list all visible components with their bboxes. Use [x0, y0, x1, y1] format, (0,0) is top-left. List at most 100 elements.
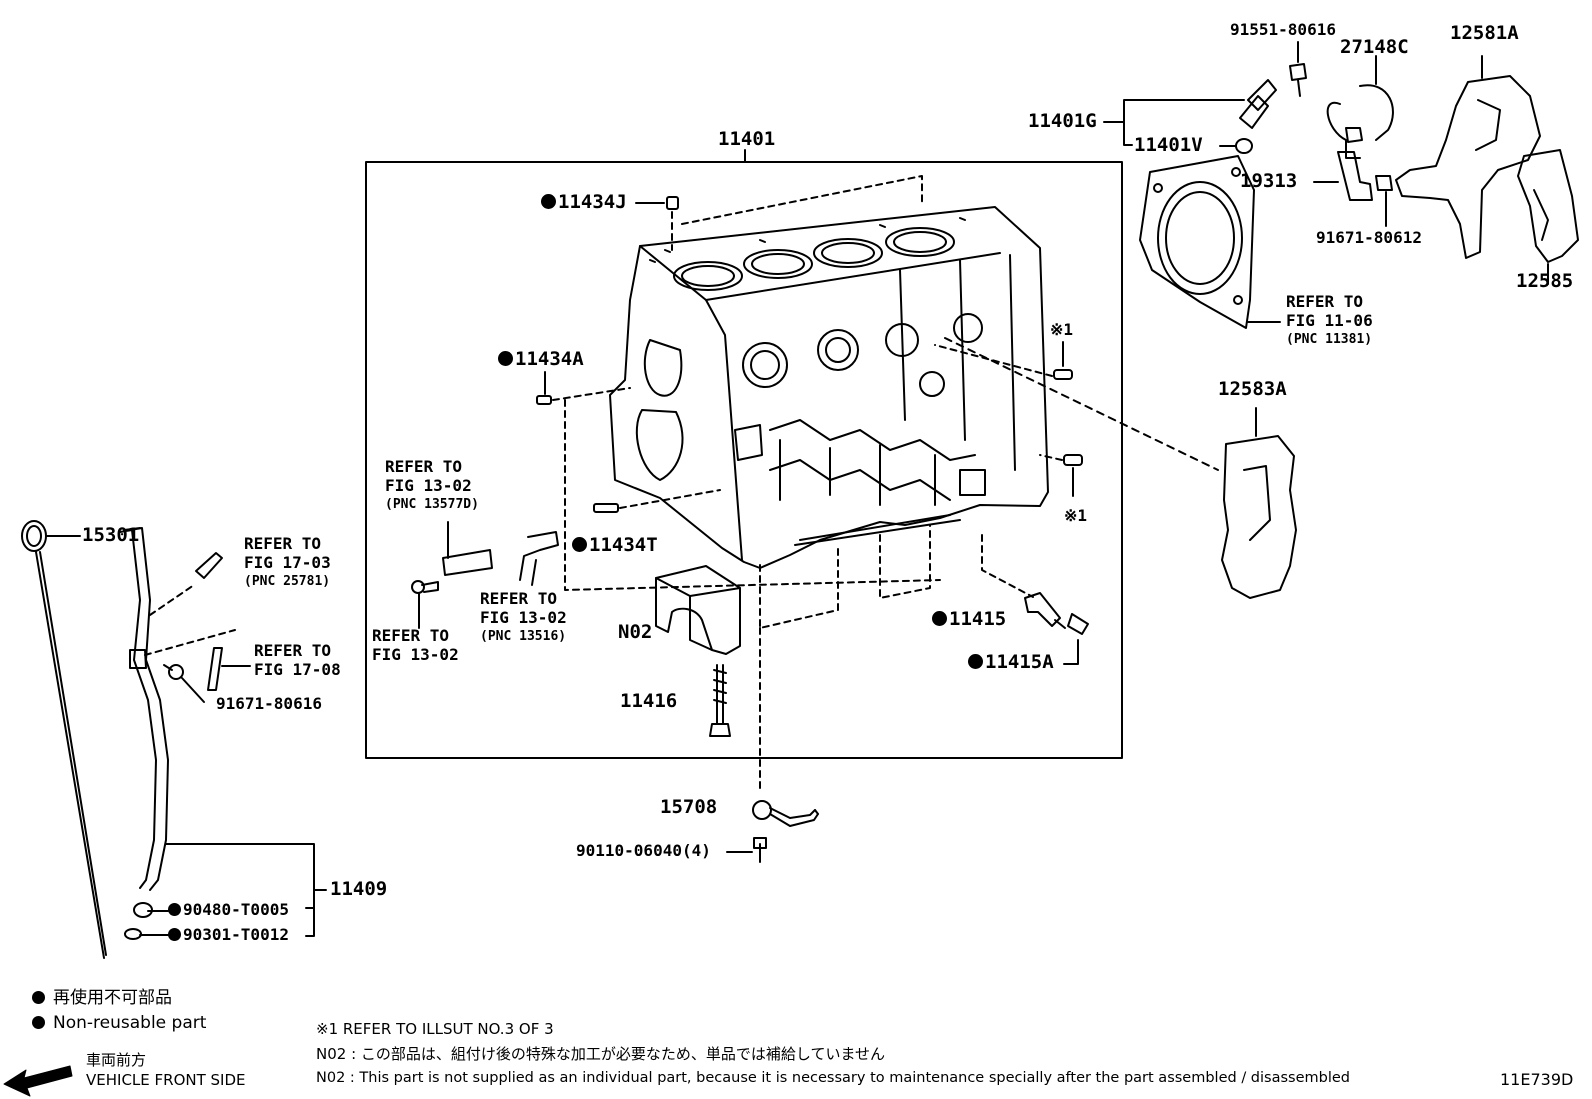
dashed-11434T: [619, 489, 721, 509]
plug-11434J-drawing: [635, 196, 679, 210]
ref-pipe-13516-drawing: [519, 531, 559, 586]
bolt-91671-80616-drawing: [163, 664, 205, 703]
label-mark1-top: ※1: [1050, 320, 1074, 339]
label-91671-80616: 91671-80616: [216, 694, 322, 713]
label-11415: 11415: [932, 610, 1006, 629]
tube-1703-drawing: [195, 552, 223, 579]
label-11401G: 11401G: [1028, 110, 1097, 132]
ref-line: FIG 13-02: [385, 476, 472, 495]
bolt-11415-drawing: [1024, 592, 1089, 635]
ref-line: REFER TO: [385, 457, 463, 476]
bolt-90110-drawing: [753, 837, 767, 863]
vehicle-front-label: 車両前方 VEHICLE FRONT SIDE: [86, 1050, 246, 1090]
non-reusable-dot-icon: [168, 928, 181, 941]
label-11416: 11416: [620, 690, 678, 712]
ref-fig-13-02-pnc-13516: REFER TO FIG 13-02 (PNC 13516): [480, 589, 567, 646]
label-11434T: 11434T: [572, 536, 658, 555]
bracket-19313-drawing: [1313, 151, 1373, 201]
non-reusable-dot-icon: [32, 1016, 45, 1029]
label-15301: 15301: [82, 524, 140, 546]
vehicle-front-jp: 車両前方: [86, 1051, 147, 1069]
label-27148C: 27148C: [1340, 36, 1409, 58]
label-11415A: 11415A: [968, 653, 1054, 672]
dipstick-guide-11409-drawing: [119, 527, 169, 940]
pin-11434T-drawing: [593, 503, 619, 513]
label-11434A: 11434A: [498, 350, 584, 369]
label-90480-text: 90480-T0005: [183, 900, 289, 919]
ref-pnc: (PNC 25781): [244, 574, 331, 589]
sensor-drawing: [1219, 79, 1277, 154]
label-12581A: 12581A: [1450, 22, 1519, 44]
ref-line: FIG 13-02: [480, 608, 567, 627]
bolt-91671-80612-drawing: [1375, 175, 1393, 227]
figure-id: 11E739D: [1500, 1070, 1574, 1089]
ref-line: REFER TO: [1286, 292, 1364, 311]
label-12583A: 12583A: [1218, 378, 1287, 400]
note-N02-en: N02 : This part is not supplied as an in…: [316, 1070, 1350, 1086]
label-90110: 90110-06040(4): [576, 841, 711, 860]
cover-12585-drawing: [1517, 149, 1579, 285]
label-N02: N02: [618, 621, 653, 643]
dashed-11434J: [671, 175, 923, 251]
bolt-11416-drawing: [709, 664, 731, 737]
ref-pnc: (PNC 11381): [1286, 332, 1373, 347]
label-15708: 15708: [660, 796, 718, 818]
ref-bolt-1302-drawing: [411, 580, 439, 629]
label-11401V: 11401V: [1134, 134, 1203, 156]
ref-line: FIG 17-08: [254, 660, 341, 679]
ref-line: FIG 11-06: [1286, 311, 1373, 330]
ref-fig-17-08: REFER TO FIG 17-08: [254, 641, 341, 679]
note-mark1: ※1 REFER TO ILLSUT NO.3 OF 3: [316, 1020, 554, 1038]
bracket-11409: [165, 843, 327, 937]
pin-11434A-drawing: [536, 371, 552, 405]
non-reusable-dot-icon: [32, 991, 45, 1004]
label-90301: 90301-T0012: [168, 927, 289, 943]
ref-fig-13-02-bolt: REFER TO FIG 13-02: [372, 626, 459, 664]
ref-line: REFER TO: [254, 641, 332, 660]
label-11434T-text: 11434T: [589, 534, 658, 556]
pin-mark1-drawing: [1053, 341, 1083, 497]
ref-bracket-13577D-drawing: [442, 521, 493, 576]
label-19313: 19313: [1240, 170, 1298, 192]
non-reusable-dot-icon: [932, 611, 947, 626]
non-reusable-dot-icon: [572, 537, 587, 552]
non-reusable-dot-icon: [968, 654, 983, 669]
legend-non-reusable-en: Non-reusable part: [32, 1015, 206, 1032]
bolt-91551-drawing: [1289, 41, 1307, 97]
label-11434J-text: 11434J: [558, 191, 627, 213]
tube-1708-drawing: [207, 647, 223, 691]
label-91551: 91551-80616: [1230, 20, 1336, 39]
ref-fig-17-03: REFER TO FIG 17-03 (PNC 25781): [244, 534, 331, 591]
ref-line: REFER TO: [480, 589, 558, 608]
dashed-11415: [981, 534, 1034, 598]
cover-12581A-drawing: [1395, 55, 1541, 259]
ref-line: REFER TO: [244, 534, 322, 553]
label-90301-text: 90301-T0012: [183, 925, 289, 944]
dashed-11434A: [552, 387, 941, 591]
cover-12583A-drawing: [1221, 407, 1297, 599]
non-reusable-dot-icon: [498, 351, 513, 366]
legend-non-reusable-jp: 再使用不可部品: [32, 990, 172, 1007]
dashed-N02: [759, 524, 931, 629]
label-mark1-bottom: ※1: [1064, 506, 1088, 525]
label-11434A-text: 11434A: [515, 348, 584, 370]
ref-fig-11-06: REFER TO FIG 11-06 (PNC 11381): [1286, 292, 1373, 349]
ref-line: FIG 17-03: [244, 553, 331, 572]
label-12585: 12585: [1516, 270, 1574, 292]
dashed-12583A: [944, 337, 1219, 471]
dipstick-15301-drawing: [21, 520, 107, 959]
ref-line: REFER TO: [372, 626, 450, 645]
label-90480: 90480-T0005: [168, 902, 289, 918]
ref-fig-13-02-pnc-13577D: REFER TO FIG 13-02 (PNC 13577D): [385, 457, 479, 514]
label-91671-80612: 91671-80612: [1316, 228, 1422, 247]
non-reusable-dot-icon: [541, 194, 556, 209]
seal-retainer-drawing: [1139, 155, 1255, 329]
dashed-dipstick: [144, 584, 236, 656]
ref-pnc: (PNC 13516): [480, 629, 567, 644]
bearing-cap-N02-drawing: [655, 565, 741, 655]
legend-en-text: Non-reusable part: [53, 1013, 207, 1033]
vehicle-front-arrow-icon: [3, 1065, 73, 1097]
label-11401: 11401: [718, 128, 776, 150]
harness-27148C-drawing: [1326, 55, 1394, 159]
